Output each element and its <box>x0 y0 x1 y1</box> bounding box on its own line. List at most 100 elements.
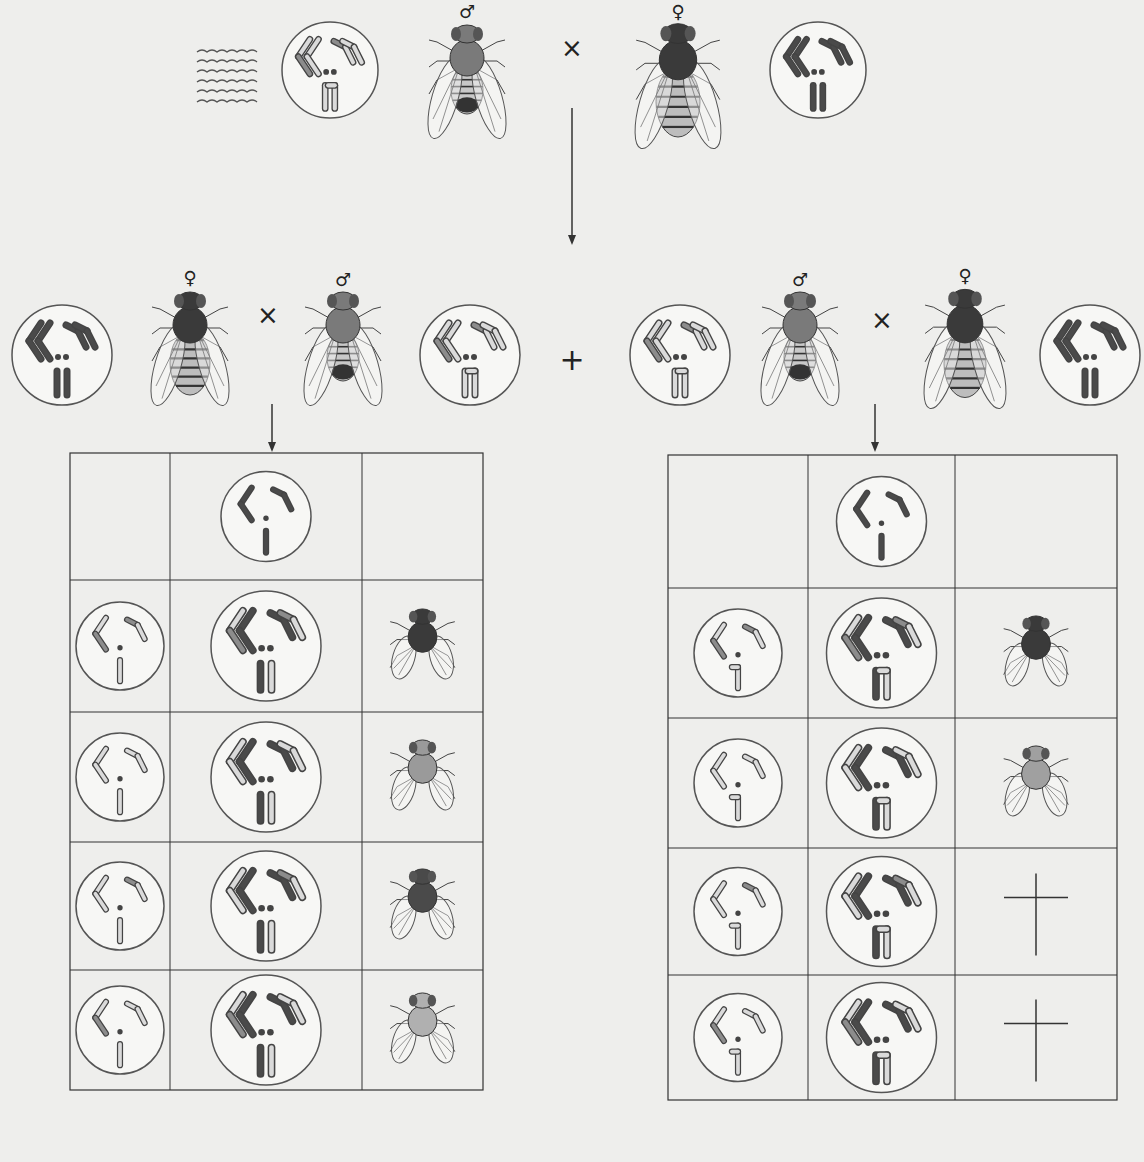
chromosome <box>269 924 274 950</box>
chromosome <box>909 1011 918 1029</box>
chromosome-outline <box>354 47 362 62</box>
cell-circle <box>76 602 164 690</box>
chromosome-outline <box>1092 371 1099 395</box>
sex-symbol: ♂ <box>335 271 351 289</box>
chromosome <box>713 899 724 915</box>
dot-chromosome <box>267 1029 274 1036</box>
cell-circle <box>827 728 937 838</box>
dot-chromosome <box>819 69 825 75</box>
chromosome-set <box>827 598 937 708</box>
thorax <box>947 305 983 343</box>
chromosome <box>138 756 145 770</box>
chromosome <box>909 627 918 645</box>
thorax <box>659 40 696 80</box>
chromosome <box>879 1053 887 1058</box>
wing-vein <box>689 73 715 127</box>
dot-chromosome <box>874 652 881 659</box>
eye <box>409 611 418 623</box>
table-rule <box>70 970 483 971</box>
chromosome-outline <box>95 1018 106 1034</box>
chromosome <box>55 371 59 395</box>
cell-circle <box>827 857 937 967</box>
chromosome-outline <box>1115 331 1123 347</box>
chromosome-outline <box>705 331 713 347</box>
chromosome <box>258 795 263 821</box>
chromosome-outline <box>732 1048 738 1054</box>
chromosome-outline <box>472 371 479 395</box>
chromosome <box>874 671 879 697</box>
leg <box>691 40 720 53</box>
thorax <box>408 622 437 653</box>
chromosome-set <box>211 722 321 832</box>
fruit-fly <box>1001 746 1072 819</box>
thorax <box>1022 629 1051 660</box>
dot-chromosome <box>883 1036 890 1043</box>
wing-vein <box>1007 784 1027 805</box>
chromosome-set <box>282 22 378 118</box>
chromosome <box>732 924 738 928</box>
chromosome-set <box>630 305 730 405</box>
chromosome-set <box>211 851 321 961</box>
down-arrow <box>268 404 276 452</box>
wing-vein <box>976 337 1001 388</box>
chromosome-outline <box>872 801 880 827</box>
chromosome <box>1115 331 1123 347</box>
wing-vein <box>1045 784 1065 805</box>
dot-chromosome <box>883 910 890 917</box>
chromosome <box>756 890 763 904</box>
dot-chromosome <box>1091 354 1097 360</box>
chromosome <box>874 801 879 827</box>
cross-symbol: × <box>561 35 583 61</box>
cross-line <box>1004 1023 1068 1025</box>
cell-circle <box>420 305 520 405</box>
chromosome-outline <box>756 890 763 904</box>
chromosome-outline <box>328 82 335 89</box>
chromosome-outline <box>294 620 303 638</box>
lethal-cross <box>1004 1000 1068 1082</box>
chromosome <box>874 929 879 955</box>
fruit-fly <box>387 993 458 1066</box>
chromosome-outline <box>879 797 887 805</box>
cell-circle <box>694 609 782 697</box>
chromosome <box>269 795 274 821</box>
chromosome-outline <box>647 341 659 359</box>
chromosome <box>323 85 327 108</box>
chromosome-outline <box>845 768 858 788</box>
chromosome-set <box>827 983 937 1093</box>
chromosome <box>118 791 122 812</box>
chromosome-outline <box>257 664 265 690</box>
wing-vein <box>394 647 414 668</box>
arrow-line <box>271 404 273 444</box>
eye <box>473 27 483 41</box>
chromosome-outline <box>909 885 918 903</box>
cell-circle <box>694 739 782 827</box>
dot-chromosome <box>258 645 265 652</box>
chromosome <box>811 85 815 108</box>
chromosome <box>885 671 890 697</box>
chromosome-set <box>76 602 164 690</box>
chromosome-outline <box>230 762 243 782</box>
eye <box>451 27 461 41</box>
chromosome <box>909 757 918 775</box>
cell-circle <box>827 983 937 1093</box>
chromosome-outline <box>879 925 887 933</box>
chromosome-outline <box>879 1051 887 1059</box>
chromosome-set <box>76 986 164 1074</box>
abdomen-stripe <box>663 126 694 128</box>
dot-chromosome <box>874 782 881 789</box>
eye <box>784 294 794 308</box>
chromosome <box>705 331 713 347</box>
chromosome <box>138 1009 145 1023</box>
chromosome-set <box>827 728 937 838</box>
chromosome-outline <box>298 57 310 74</box>
eye <box>685 26 696 41</box>
sex-symbol: ♀ <box>183 269 196 287</box>
chromosome-outline <box>241 504 252 520</box>
chromosome <box>230 762 243 782</box>
chromosome-outline <box>138 625 145 639</box>
chromosome-outline <box>331 85 338 108</box>
abdomen-stripe <box>176 385 204 387</box>
cell-circle <box>837 477 927 567</box>
chromosome-outline <box>672 371 679 395</box>
